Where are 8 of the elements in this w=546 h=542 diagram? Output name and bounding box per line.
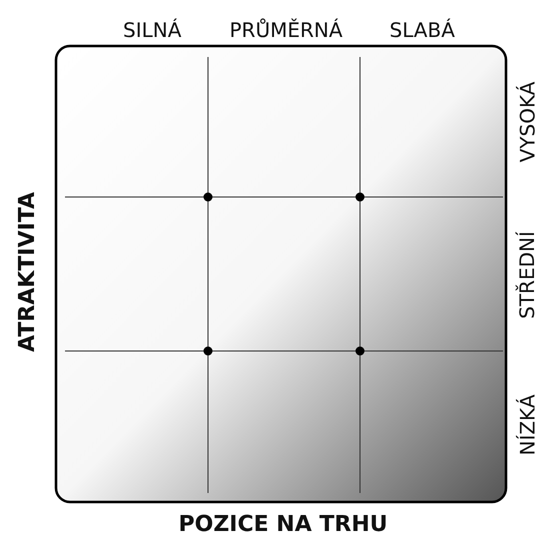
axis-title: POZICE NA TRHU [178, 514, 388, 536]
axis-title: ATRAKTIVITA [17, 192, 40, 352]
column-heading: PRŮMĚRNÁ [230, 20, 343, 40]
row-heading: NÍZKÁ [517, 394, 537, 456]
row-heading: STŘEDNÍ [516, 231, 537, 319]
row-heading: VYSOKÁ [516, 82, 537, 162]
column-heading: SILNÁ [123, 20, 182, 40]
column-heading: SLABÁ [390, 20, 455, 40]
